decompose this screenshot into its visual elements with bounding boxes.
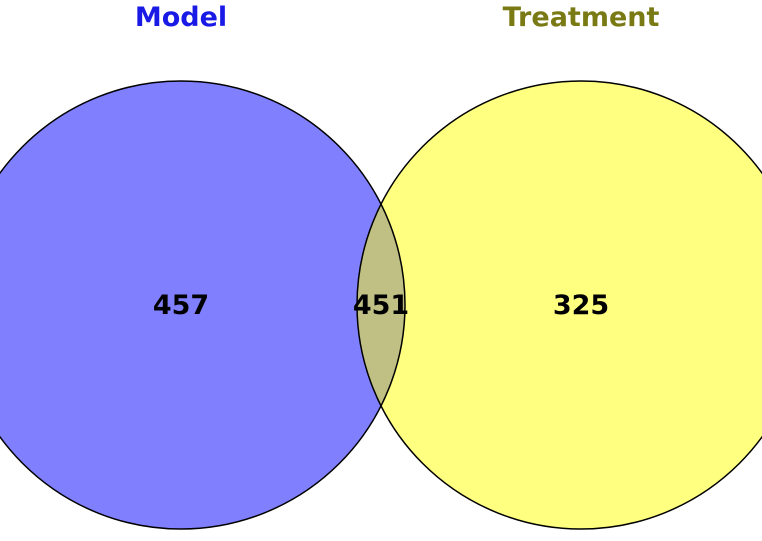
model-only-count: 457 bbox=[153, 290, 209, 321]
model-set-label: Model bbox=[135, 2, 227, 33]
treatment-circle bbox=[357, 81, 762, 529]
treatment-only-count: 325 bbox=[553, 290, 609, 321]
treatment-set-label: Treatment bbox=[503, 2, 660, 33]
model-circle-outline bbox=[0, 80, 406, 530]
model-circle bbox=[0, 81, 405, 529]
treatment-circle-outline bbox=[356, 80, 762, 530]
intersection-count: 451 bbox=[353, 290, 409, 321]
